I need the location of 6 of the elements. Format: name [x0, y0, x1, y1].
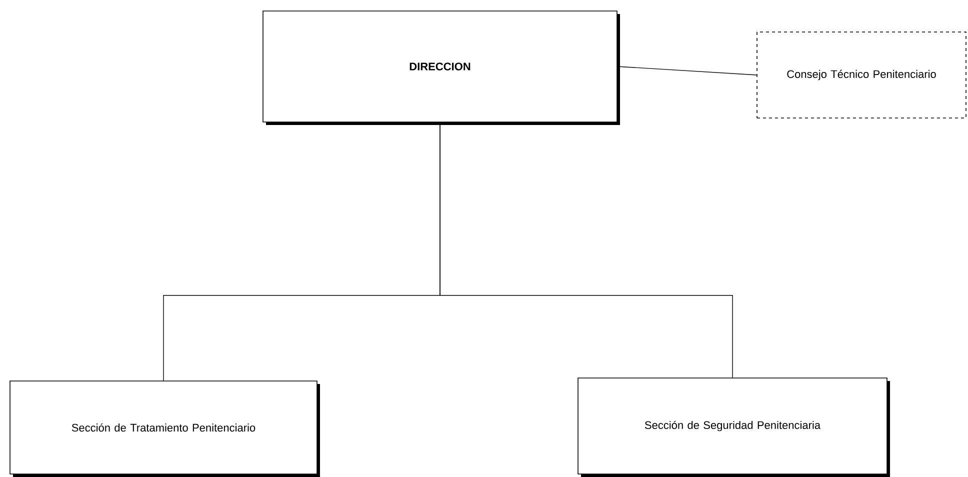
connector-line: [617, 66, 757, 76]
org-box: Sección de Tratamiento Penitenciario: [10, 380, 320, 477]
org-box: Sección de Seguridad Penitenciaria: [578, 378, 890, 477]
org-box: DIRECCION: [262, 10, 620, 125]
org-box: Consejo Técnico Penitenciario: [756, 32, 966, 118]
connector-line: [440, 122, 733, 378]
